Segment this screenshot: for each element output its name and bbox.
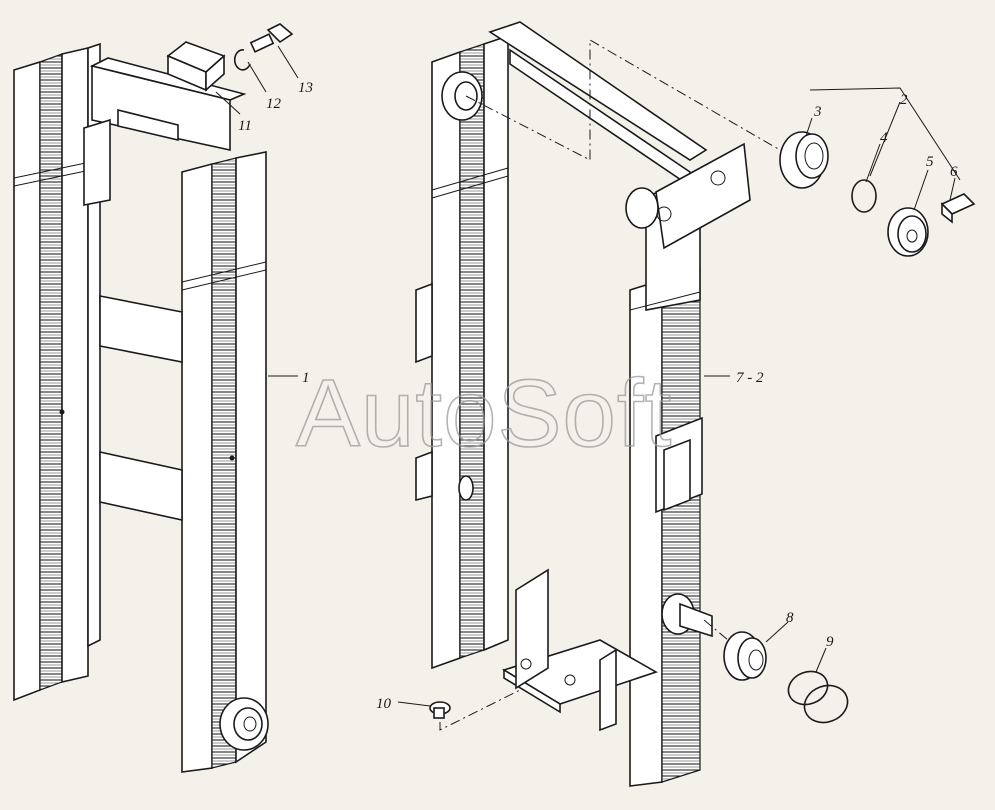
callout-9: 9 [826,634,834,650]
ring-4 [851,179,877,213]
callout-5: 5 [926,154,934,170]
callout-2: 2 [900,92,908,108]
outer-mast-frame [13,42,269,773]
slider-block-11 [166,41,226,92]
callout-4: 4 [880,130,888,146]
rings-9 [787,670,849,724]
bolt-13 [249,23,294,53]
lock-ring-12 [233,49,251,71]
leader-lines [215,45,956,707]
callout-13: 13 [298,80,313,96]
watermark: AutoSoft [296,360,672,467]
key-6 [940,193,976,224]
callout-6: 6 [950,164,958,180]
bearing-8 [723,631,767,681]
callout-3: 3 [813,104,822,120]
callout-12: 12 [266,96,282,112]
callout-10: 10 [376,696,392,712]
callout-1: 1 [302,370,310,386]
callout-8: 8 [786,610,794,626]
inner-mast-frame [415,21,751,787]
callout-11: 11 [238,118,252,134]
callout-7-2: 7 - 2 [736,370,764,386]
pin-10 [429,701,451,719]
bearing-3 [779,131,829,189]
assembly-lines [439,39,961,731]
roller-5 [887,207,929,257]
